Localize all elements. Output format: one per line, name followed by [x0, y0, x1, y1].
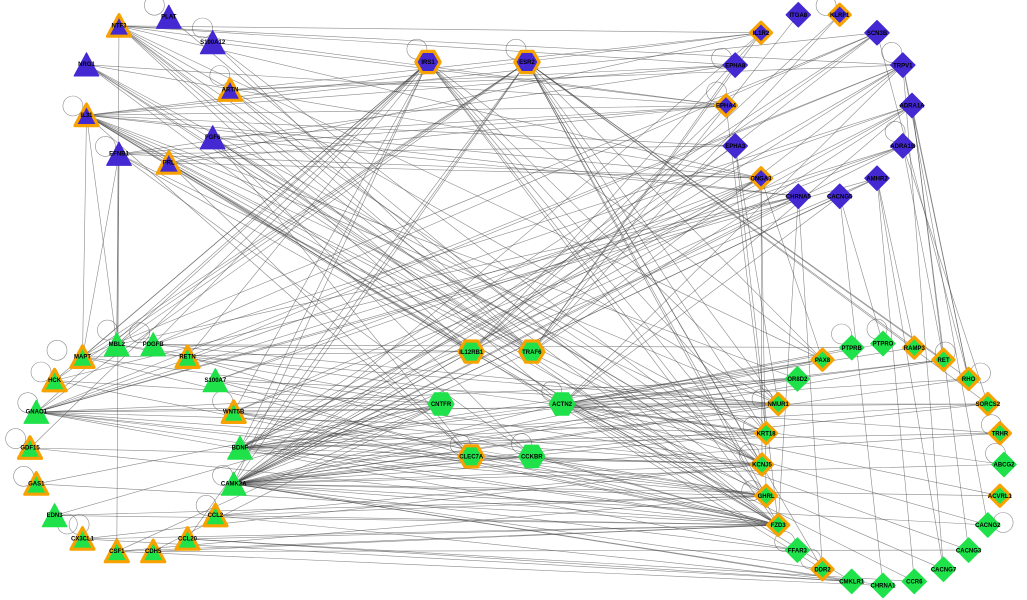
svg-text:CHRNA5: CHRNA5: [786, 194, 812, 200]
svg-text:WNT5B: WNT5B: [223, 410, 245, 416]
svg-text:HCK: HCK: [48, 378, 62, 384]
svg-text:MAPT: MAPT: [74, 355, 91, 361]
svg-text:CNTFR: CNTFR: [431, 402, 452, 408]
svg-text:KLRF1: KLRF1: [830, 13, 850, 19]
svg-text:CNGA3: CNGA3: [750, 176, 772, 182]
svg-text:IL1R2: IL1R2: [753, 31, 770, 37]
svg-text:TRAF6: TRAF6: [522, 350, 542, 356]
svg-text:GHRL: GHRL: [758, 494, 775, 500]
svg-text:CMKLR1: CMKLR1: [839, 580, 865, 586]
svg-text:RAMP3: RAMP3: [904, 346, 926, 352]
svg-text:IL12RB1: IL12RB1: [459, 350, 484, 356]
svg-text:FGF6: FGF6: [205, 135, 221, 141]
svg-text:CACNG3: CACNG3: [956, 548, 982, 554]
svg-text:CHRNA1: CHRNA1: [870, 584, 896, 590]
svg-text:S100A12: S100A12: [200, 40, 226, 46]
svg-text:PRL: PRL: [163, 160, 175, 166]
svg-text:CCL2: CCL2: [208, 513, 224, 519]
svg-text:ABCG2: ABCG2: [993, 463, 1015, 469]
svg-text:CCL20: CCL20: [178, 536, 198, 542]
svg-text:CACNG7: CACNG7: [931, 568, 957, 574]
svg-text:CCKBR: CCKBR: [521, 455, 543, 461]
svg-text:PAX8: PAX8: [815, 358, 831, 364]
svg-text:PTPRB: PTPRB: [842, 346, 863, 352]
svg-text:CSF1: CSF1: [109, 549, 125, 555]
svg-text:IL31: IL31: [80, 113, 93, 119]
svg-text:CLEC7A: CLEC7A: [459, 455, 484, 461]
svg-text:TRHR: TRHR: [992, 431, 1009, 437]
svg-text:CAMK2A: CAMK2A: [221, 481, 247, 487]
svg-text:CACNG5: CACNG5: [827, 194, 853, 200]
svg-text:NMUR1: NMUR1: [768, 402, 790, 408]
svg-text:NRG1: NRG1: [78, 62, 95, 68]
svg-text:CACNG2: CACNG2: [975, 523, 1001, 529]
svg-text:SORCS2: SORCS2: [975, 402, 1000, 408]
svg-text:PTPRO: PTPRO: [873, 342, 894, 348]
svg-text:ADRA1A: ADRA1A: [899, 104, 925, 110]
svg-text:ACVRL1: ACVRL1: [988, 494, 1013, 500]
svg-text:OR8D2: OR8D2: [787, 377, 808, 383]
svg-text:AMHR2: AMHR2: [866, 176, 888, 182]
svg-text:FZD3: FZD3: [771, 523, 787, 529]
svg-text:EPHA3: EPHA3: [725, 144, 746, 150]
svg-text:ACTN2: ACTN2: [552, 402, 573, 408]
svg-text:FFAR3: FFAR3: [788, 548, 808, 554]
svg-text:KRT18: KRT18: [757, 431, 777, 437]
svg-text:EPHA4: EPHA4: [716, 104, 737, 110]
svg-text:CDH5: CDH5: [145, 549, 162, 555]
svg-text:EDN3: EDN3: [47, 513, 64, 519]
svg-text:TRPV1: TRPV1: [893, 63, 913, 69]
svg-text:NTF3: NTF3: [112, 23, 128, 29]
svg-text:ESR2: ESR2: [519, 60, 535, 66]
svg-text:RHO: RHO: [962, 377, 976, 383]
svg-text:CX3CL1: CX3CL1: [71, 536, 95, 542]
svg-text:ARTN: ARTN: [222, 88, 239, 94]
svg-text:EFNB1: EFNB1: [109, 152, 129, 158]
svg-text:IRS1: IRS1: [421, 60, 435, 66]
svg-text:ADRA1B: ADRA1B: [890, 144, 916, 150]
svg-text:BDNF: BDNF: [232, 446, 249, 452]
svg-text:EPHA8: EPHA8: [725, 63, 746, 69]
svg-text:CCR6: CCR6: [906, 580, 923, 586]
svg-text:SCN3B: SCN3B: [867, 31, 888, 37]
svg-text:S100A7: S100A7: [205, 378, 227, 384]
svg-text:DDR2: DDR2: [814, 568, 831, 574]
svg-text:RET: RET: [938, 358, 950, 364]
svg-text:GDF15: GDF15: [20, 446, 40, 452]
svg-text:RETN: RETN: [179, 355, 195, 361]
svg-text:PDGFB: PDGFB: [143, 342, 165, 348]
svg-text:ITGA8: ITGA8: [789, 13, 807, 19]
svg-text:GAS1: GAS1: [28, 481, 45, 487]
svg-text:GNAO1: GNAO1: [26, 410, 48, 416]
svg-text:MBL2: MBL2: [109, 342, 126, 348]
svg-text:PLAT: PLAT: [161, 15, 177, 21]
svg-text:KCNJ5: KCNJ5: [752, 463, 772, 469]
